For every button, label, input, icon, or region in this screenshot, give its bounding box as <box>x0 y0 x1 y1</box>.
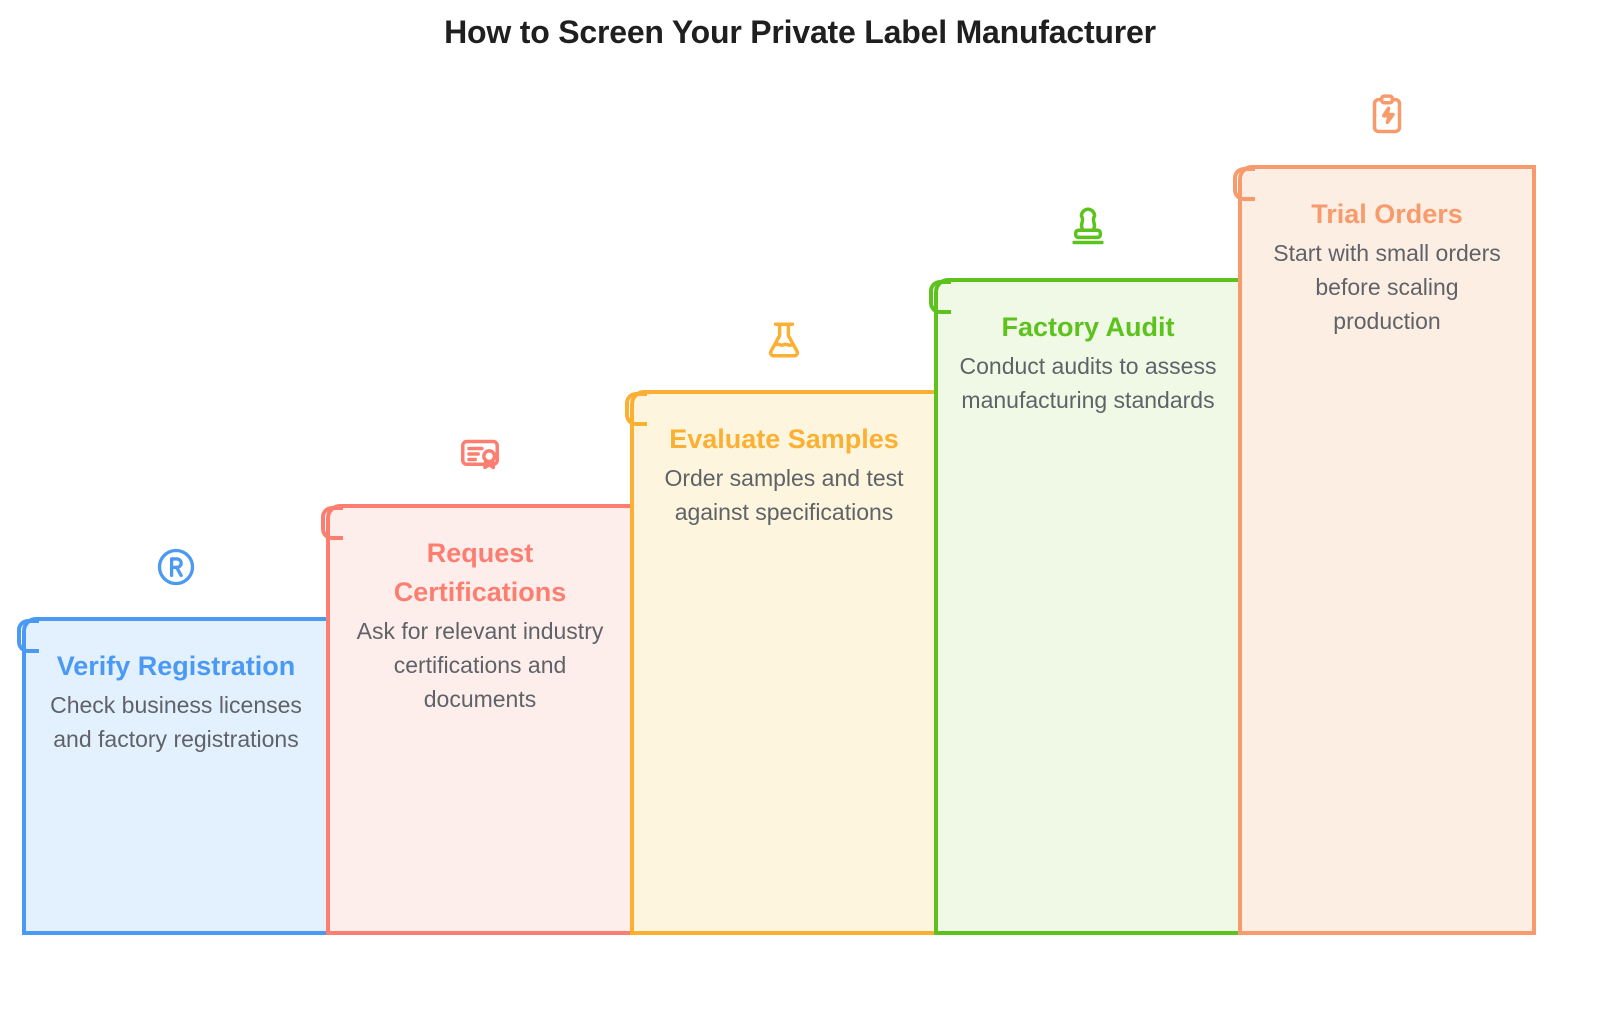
clipboard-bolt-icon <box>1365 93 1409 137</box>
step-2[interactable]: Request Certifications Ask for relevant … <box>321 432 634 935</box>
step-5-notch <box>1233 167 1255 201</box>
step-4[interactable]: Factory Audit Conduct audits to assess m… <box>929 206 1242 935</box>
step-2-description: Ask for relevant industry certifications… <box>356 618 604 712</box>
stamp-icon <box>1066 206 1110 250</box>
step-3[interactable]: Evaluate Samples Order samples and test … <box>625 318 938 935</box>
step-5-heading: Trial Orders <box>1311 199 1463 229</box>
step-5[interactable]: Trial Orders Start with small orders bef… <box>1233 93 1536 935</box>
step-2-text: Request Certifications Ask for relevant … <box>330 508 630 716</box>
step-5-icon-wrap <box>1365 93 1409 137</box>
step-1-description: Check business licenses and factory regi… <box>50 692 302 752</box>
step-3-text: Evaluate Samples Order samples and test … <box>634 394 934 529</box>
step-4-notch <box>929 280 951 314</box>
step-1[interactable]: Verify Registration Check business licen… <box>17 545 330 935</box>
step-2-icon-wrap <box>458 432 502 476</box>
certificate-icon <box>458 432 502 476</box>
step-2-card[interactable]: Request Certifications Ask for relevant … <box>321 504 634 935</box>
step-5-description: Start with small orders before scaling p… <box>1273 240 1501 334</box>
step-2-notch <box>321 506 343 540</box>
step-4-icon-wrap <box>1066 206 1110 250</box>
step-4-heading: Factory Audit <box>1001 312 1175 342</box>
step-1-heading: Verify Registration <box>56 651 296 681</box>
step-4-card[interactable]: Factory Audit Conduct audits to assess m… <box>929 278 1242 935</box>
step-3-icon-wrap <box>762 318 806 362</box>
step-1-icon-wrap <box>154 545 198 589</box>
step-3-notch <box>625 392 647 426</box>
registered-trademark-icon <box>154 545 198 589</box>
page-title: How to Screen Your Private Label Manufac… <box>444 14 1156 50</box>
step-3-card[interactable]: Evaluate Samples Order samples and test … <box>625 390 938 935</box>
step-2-heading: Request Certifications <box>393 538 567 607</box>
step-1-card[interactable]: Verify Registration Check business licen… <box>17 617 330 935</box>
step-4-description: Conduct audits to assess manufacturing s… <box>959 353 1217 413</box>
step-1-notch <box>17 619 39 653</box>
step-3-heading: Evaluate Samples <box>669 424 899 454</box>
step-4-text: Factory Audit Conduct audits to assess m… <box>938 282 1238 417</box>
step-5-text: Trial Orders Start with small orders bef… <box>1242 169 1532 338</box>
flask-icon <box>762 318 806 362</box>
step-5-card[interactable]: Trial Orders Start with small orders bef… <box>1233 165 1536 935</box>
step-3-description: Order samples and test against specifica… <box>664 465 904 525</box>
step-1-text: Verify Registration Check business licen… <box>26 621 326 756</box>
